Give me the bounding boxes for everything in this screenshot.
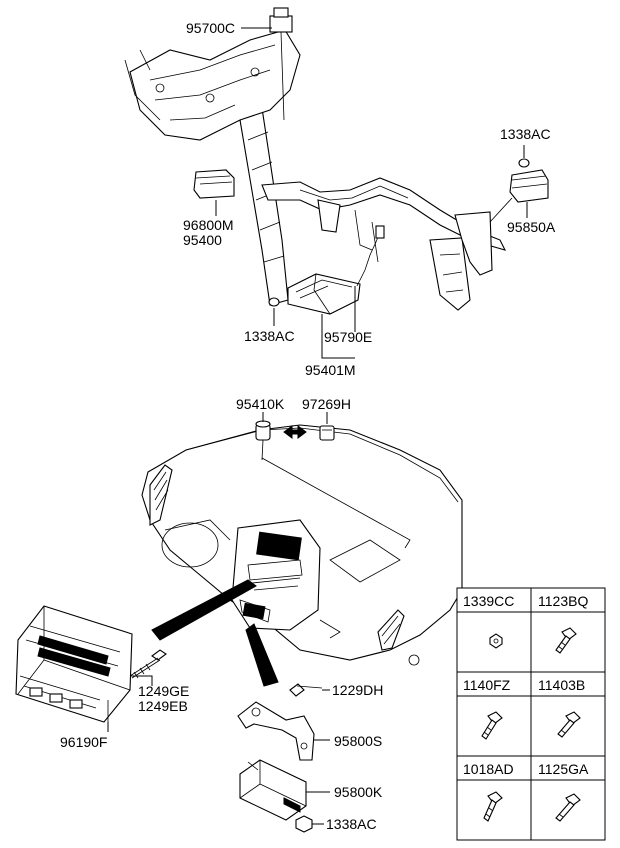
label-95800k: 95800K [334, 784, 383, 800]
label-95700c: 95700C [186, 20, 235, 36]
label-1338ac-bottom: 1338AC [326, 816, 377, 832]
screw-1249ge [129, 649, 167, 679]
fastener-label: 1140FZ [463, 677, 511, 693]
callout-arrow [245, 623, 279, 687]
fastener-table: 1339CC 1123BQ 1140FZ 11403B 1018AD 1125G… [456, 587, 606, 841]
leader-lines [107, 27, 528, 825]
bolt-icon [555, 627, 577, 654]
label-1229dh: 1229DH [332, 682, 383, 698]
label-95790e: 95790E [324, 329, 372, 345]
fastener-label: 1339CC [463, 593, 514, 609]
label-97269h: 97269H [302, 396, 351, 412]
label-1249eb: 1249EB [138, 698, 188, 714]
callout-arrow [151, 579, 257, 641]
fastener-label: 11403B [538, 677, 585, 693]
cowl-crossbar-assembly [124, 7, 549, 315]
switch-95410k [255, 420, 271, 461]
instrument-panel [141, 424, 463, 666]
nut-icon [489, 633, 503, 649]
label-96800m: 96800M [183, 217, 234, 233]
bolt-1229dh [289, 683, 323, 697]
fastener-label: 1123BQ [538, 593, 588, 609]
nut-1338ac [295, 815, 313, 833]
module-95800k [239, 759, 307, 821]
fastener-label: 1125GA [538, 761, 589, 777]
bolt-icon [483, 791, 503, 822]
label-1338ac-mid: 1338AC [244, 328, 295, 344]
label-96190f: 96190F [60, 734, 107, 750]
label-95850a: 95850A [507, 219, 556, 235]
label-1338ac-top: 1338AC [500, 126, 551, 142]
label-95800s: 95800S [334, 733, 382, 749]
screw-icon [555, 793, 581, 822]
bolt-icon [481, 711, 503, 740]
label-1249ge: 1249GE [138, 683, 189, 699]
control-module-96190f [15, 605, 133, 730]
label-95400: 95400 [183, 232, 222, 248]
screw-icon [557, 711, 581, 738]
label-95401m: 95401M [305, 362, 356, 378]
label-95410k: 95410K [236, 396, 285, 412]
part-labels: 95700C 1338AC 96800M 95400 95850A 1338AC… [60, 20, 556, 832]
fastener-label: 1018AD [463, 761, 514, 777]
bracket-95800s [237, 701, 315, 761]
double-arrow-icon [283, 425, 307, 439]
cap-97269h [319, 425, 335, 441]
